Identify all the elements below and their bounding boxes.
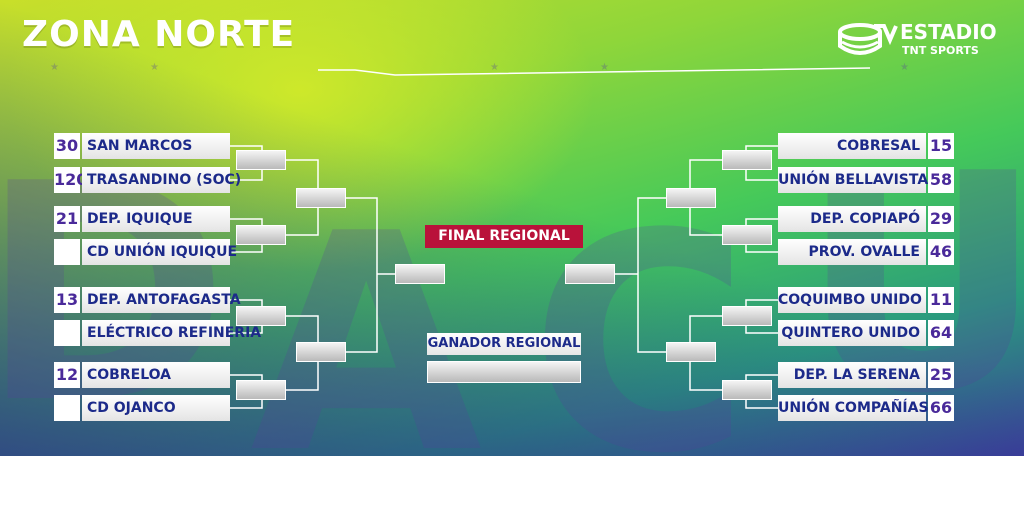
brand-logo: ESTADIO TNT SPORTS	[838, 20, 1008, 64]
team-score: 12	[54, 362, 80, 388]
bracket-slot	[722, 306, 772, 326]
team-score	[54, 239, 80, 265]
team-name: TRASANDINO (SOC)	[82, 167, 241, 193]
team-name: PROV. OVALLE	[778, 239, 926, 265]
bracket-slot	[236, 306, 286, 326]
team-name: COQUIMBO UNIDO	[778, 287, 926, 313]
page-title: ZONA NORTE	[22, 14, 296, 55]
team-name: DEP. LA SERENA	[778, 362, 926, 388]
team-score: 11	[928, 287, 954, 313]
team-score: 30	[54, 133, 80, 159]
bracket-slot	[565, 264, 615, 284]
final-regional-badge: FINAL REGIONAL	[425, 225, 583, 248]
bracket-slot	[236, 225, 286, 245]
team-name: COBRELOA	[82, 362, 230, 388]
bracket-slot	[296, 342, 346, 362]
team-name: UNIÓN COMPAÑÍAS	[778, 395, 929, 421]
svg-text:★: ★	[490, 62, 499, 73]
team-score: 29	[928, 206, 954, 232]
brand-name: ESTADIO	[900, 20, 997, 44]
svg-text:★: ★	[50, 62, 59, 73]
team-name: CD UNIÓN IQUIQUE	[82, 239, 237, 265]
stadium-icon	[838, 23, 898, 55]
team-score	[54, 320, 80, 346]
team-name: SAN MARCOS	[82, 133, 230, 159]
bracket-slot	[236, 150, 286, 170]
bracket-slot	[722, 380, 772, 400]
svg-text:★: ★	[900, 62, 909, 73]
team-score: 120	[54, 167, 87, 193]
bracket-slot	[666, 188, 716, 208]
team-score	[54, 395, 80, 421]
winner-slot	[427, 361, 581, 383]
svg-text:★: ★	[600, 62, 609, 73]
svg-text:★: ★	[150, 62, 159, 73]
bracket-slot	[236, 380, 286, 400]
team-name: UNIÓN BELLAVISTA	[778, 167, 928, 193]
team-name: DEP. COPIAPÓ	[778, 206, 926, 232]
brand-subtitle: TNT SPORTS	[902, 44, 979, 57]
team-score: 58	[928, 167, 954, 193]
team-name: DEP. IQUIQUE	[82, 206, 230, 232]
winner-label: GANADOR REGIONAL	[427, 333, 581, 355]
bracket-slot	[395, 264, 445, 284]
team-score: 21	[54, 206, 80, 232]
team-score: 66	[928, 395, 954, 421]
bracket-slot	[666, 342, 716, 362]
team-score: 13	[54, 287, 80, 313]
team-name: CD OJANCO	[82, 395, 230, 421]
team-name: COBRESAL	[778, 133, 926, 159]
team-name: ELÉCTRICO REFINERÍA	[82, 320, 261, 346]
team-score: 25	[928, 362, 954, 388]
bracket-slot	[722, 225, 772, 245]
team-score: 46	[928, 239, 954, 265]
bracket-slot	[296, 188, 346, 208]
bracket-slot	[722, 150, 772, 170]
team-score: 64	[928, 320, 954, 346]
team-name: QUINTERO UNIDO	[778, 320, 926, 346]
team-name: DEP. ANTOFAGASTA	[82, 287, 241, 313]
team-score: 15	[928, 133, 954, 159]
